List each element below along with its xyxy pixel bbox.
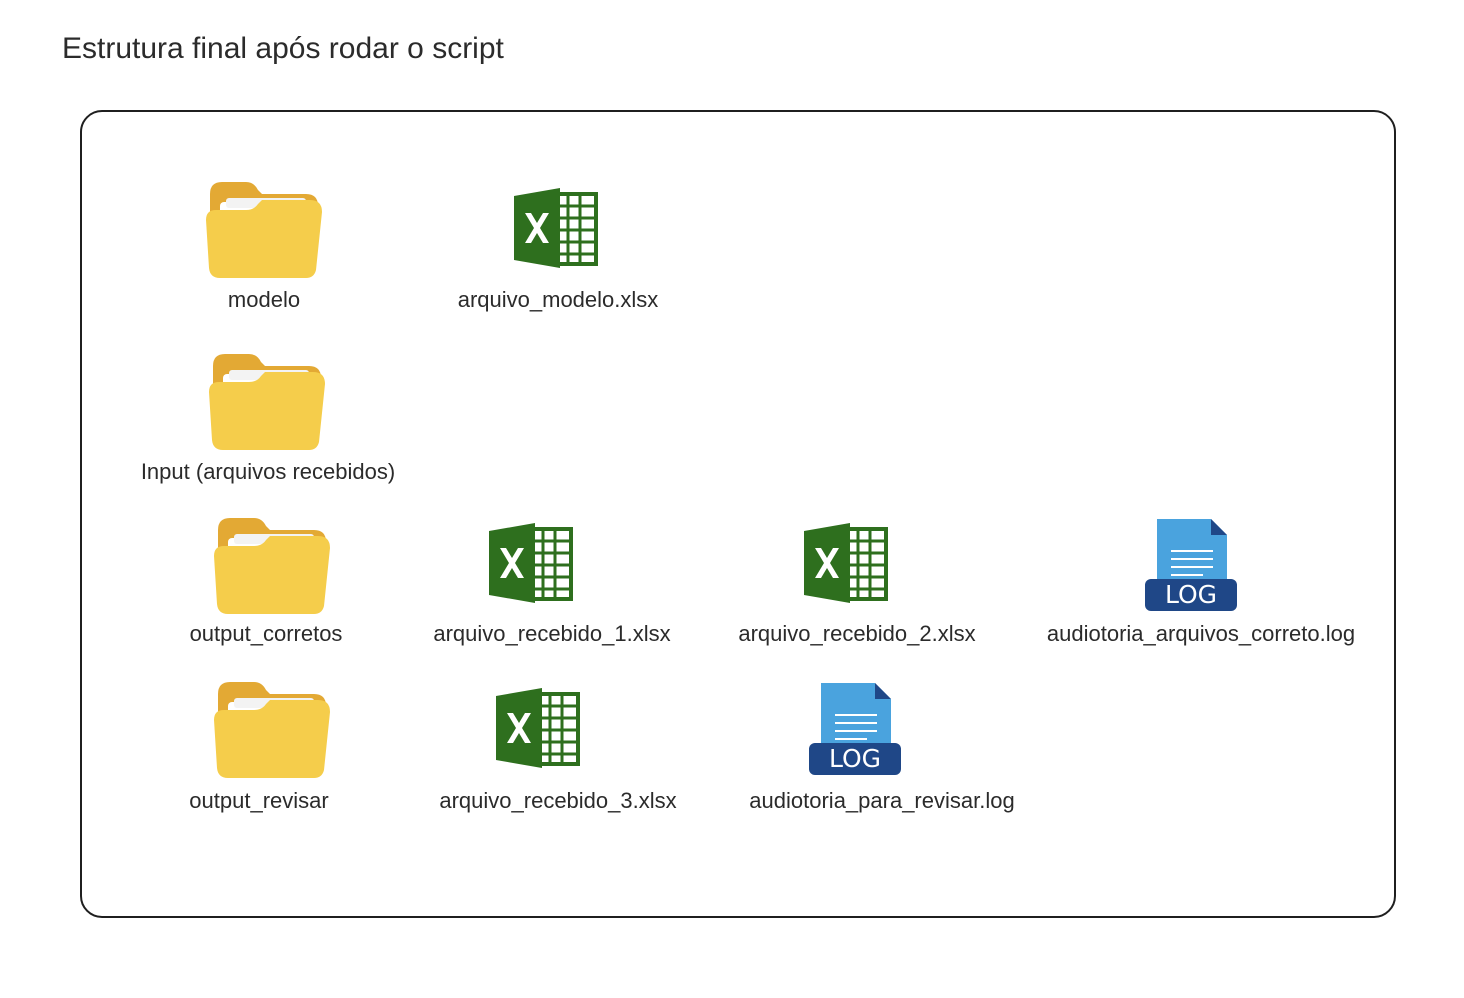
excel-icon (487, 523, 573, 605)
excel-icon (512, 188, 598, 270)
log-badge-text: LOG (1164, 580, 1218, 609)
log-file-icon: LOG (809, 683, 903, 777)
folder-label: output_corretos (189, 621, 343, 646)
excel-icon (802, 523, 888, 605)
file-label: audiotoria_arquivos_correto.log (1046, 621, 1356, 646)
diagram-title: Estrutura final após rodar o script (62, 32, 504, 65)
folder-icon (214, 682, 330, 778)
file-label: arquivo_recebido_3.xlsx (439, 788, 677, 813)
folder-structure-frame (80, 110, 1396, 918)
folder-icon (209, 354, 325, 450)
folder-label: output_revisar (189, 788, 329, 813)
file-label: arquivo_recebido_1.xlsx (433, 621, 671, 646)
excel-icon (494, 688, 580, 770)
log-badge-text: LOG (828, 744, 882, 773)
folder-label: modelo (227, 287, 301, 312)
file-label: arquivo_recebido_2.xlsx (738, 621, 976, 646)
folder-label: Input (arquivos recebidos) (140, 459, 396, 484)
log-file-icon: LOG (1145, 519, 1239, 613)
folder-icon (214, 518, 330, 614)
folder-icon (206, 182, 322, 278)
file-label: arquivo_modelo.xlsx (457, 287, 659, 312)
file-label: audiotoria_para_revisar.log (749, 788, 1015, 813)
